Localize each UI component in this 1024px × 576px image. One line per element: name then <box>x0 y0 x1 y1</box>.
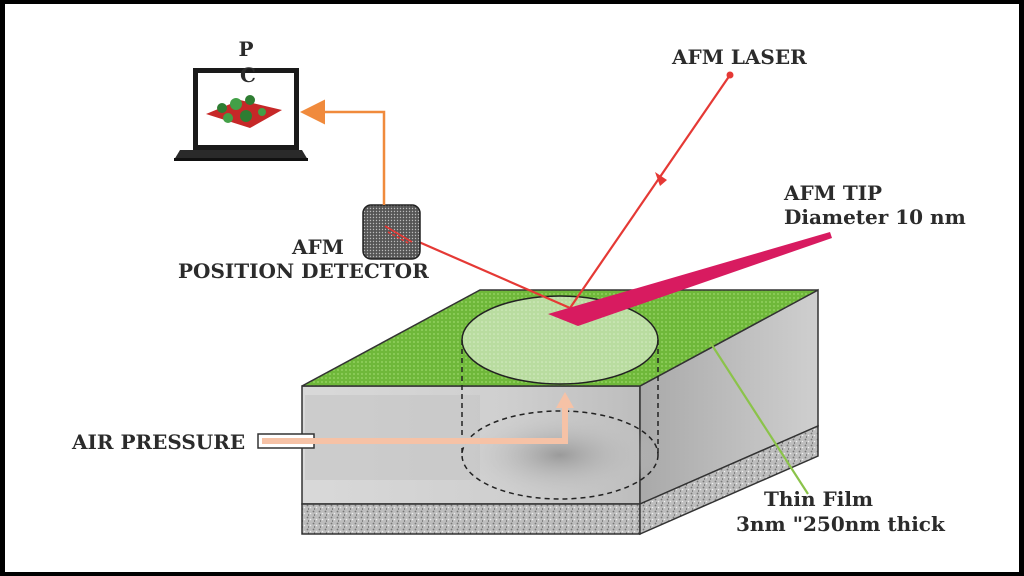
thin-film-label-line1: Thin Film <box>764 487 873 511</box>
air-pressure-channel <box>257 392 574 449</box>
air-flow-arrowhead <box>556 392 574 408</box>
air-flow-arrow <box>262 406 568 444</box>
laser-beams <box>395 71 734 310</box>
substrate-side <box>639 424 819 536</box>
pc-label-line1: P <box>238 37 253 61</box>
signal-line <box>300 99 386 205</box>
cavity-shadow <box>460 410 660 500</box>
photodetector-icon <box>362 204 421 260</box>
laser-incident-beam <box>569 74 731 309</box>
thin-film-label-line2: 3nm "250nm thick <box>736 512 946 536</box>
afm-tip-label-line2: Diameter 10 nm <box>784 205 966 229</box>
laser-source-dot <box>726 71 734 79</box>
afm-tip-label-line1: AFM TIP <box>783 181 882 205</box>
block-front-shadow <box>305 395 480 480</box>
afm-laser-label: AFM LASER <box>671 45 807 69</box>
thin-film-pointer <box>709 341 809 495</box>
laser-reflected-beam <box>395 230 571 310</box>
position-detector-label-line2: POSITION DETECTOR <box>178 259 429 283</box>
cavity-bottom <box>461 410 659 500</box>
laser-direction-marker <box>655 172 667 186</box>
sample-block <box>301 288 819 536</box>
position-detector-label-line1: AFM <box>291 235 344 259</box>
afm-tip <box>548 232 832 326</box>
air-pressure-label: AIR PRESSURE <box>71 430 245 454</box>
membrane-top <box>461 295 659 385</box>
substrate-front <box>301 503 641 535</box>
laptop-icon <box>174 68 308 161</box>
pc-label-line2: C <box>240 63 256 87</box>
